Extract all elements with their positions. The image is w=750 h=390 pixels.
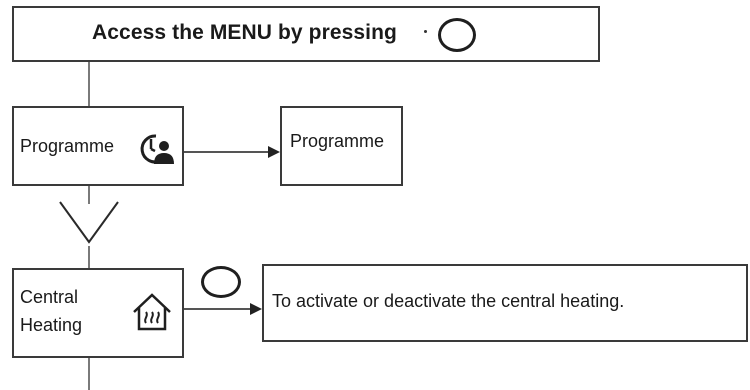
- heating-label-line1: Central: [20, 287, 79, 307]
- connector-chevron-heating: [88, 246, 90, 268]
- menu-header-box: Access the MENU by pressing: [12, 6, 600, 62]
- header-dot: [424, 30, 427, 33]
- central-heating-target-box: To activate or deactivate the central he…: [262, 264, 748, 342]
- connector-heating-below: [88, 358, 90, 390]
- programme-menu-box: Programme: [12, 106, 184, 186]
- chevron-down-icon: [59, 201, 119, 244]
- menu-header-title: Access the MENU by pressing: [92, 21, 397, 44]
- arrow-heating-head: [250, 303, 262, 315]
- arrow-programme-head: [268, 146, 280, 158]
- arrow-programme-line: [184, 151, 268, 153]
- heating-label-line2: Heating: [20, 315, 83, 335]
- house-heating-icon: [133, 293, 171, 331]
- arrow-heating-line: [184, 308, 250, 310]
- connector-header-programme: [88, 62, 90, 106]
- central-heating-description: To activate or deactivate the central he…: [272, 291, 625, 311]
- oval-button-icon: [201, 266, 241, 298]
- programme-target-label: Programme: [290, 131, 385, 151]
- connector-programme-chevron: [88, 186, 90, 204]
- programme-target-box: Programme: [280, 106, 403, 186]
- oval-button-icon: [438, 18, 476, 52]
- programme-label: Programme: [20, 136, 115, 156]
- central-heating-menu-box: Central Heating: [12, 268, 184, 358]
- clock-person-icon: [140, 134, 174, 164]
